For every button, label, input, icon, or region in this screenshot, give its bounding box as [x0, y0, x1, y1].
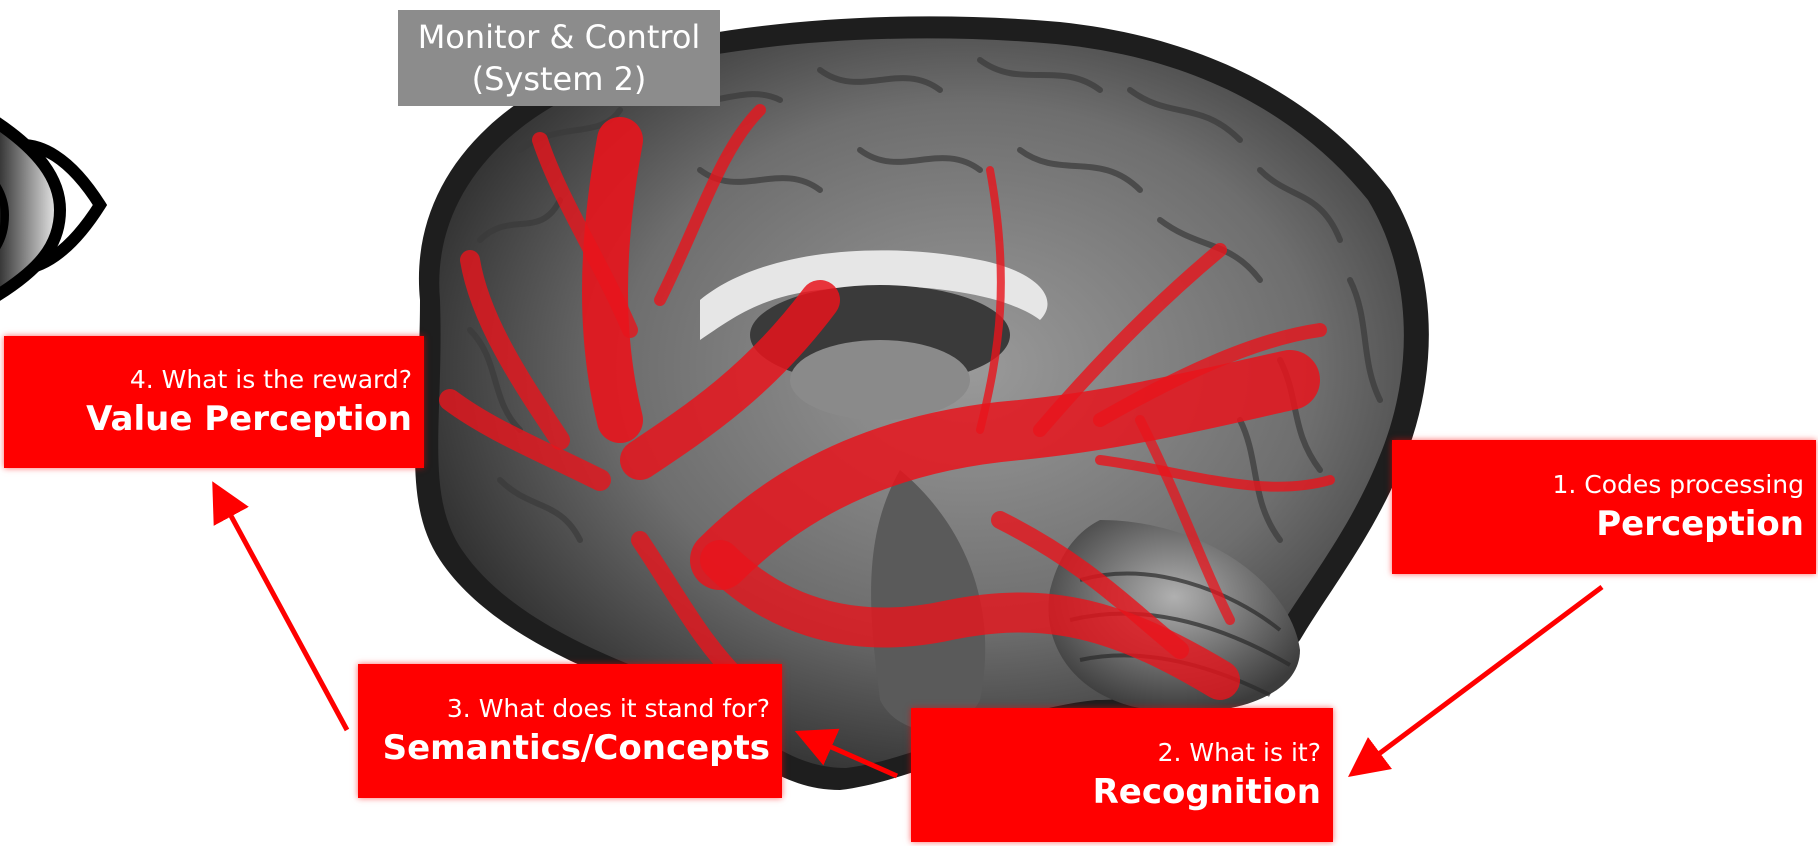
step-question: 1. Codes processing: [1392, 468, 1804, 502]
eye-icon: [0, 118, 100, 300]
step-title: Semantics/Concepts: [358, 726, 770, 770]
arrow-semantics-to-value: [217, 490, 347, 730]
step-recognition-box: 2. What is it? Recognition: [911, 708, 1333, 842]
step-question: 4. What is the reward?: [4, 363, 412, 397]
step-value-box: 4. What is the reward? Value Perception: [4, 336, 424, 468]
monitor-line2: (System 2): [398, 58, 720, 100]
step-perception-box: 1. Codes processing Perception: [1392, 440, 1816, 574]
step-title: Perception: [1392, 502, 1804, 546]
step-question: 2. What is it?: [911, 736, 1321, 770]
monitor-line1: Monitor & Control: [398, 16, 720, 58]
arrow-perception-to-recognition: [1356, 587, 1602, 771]
step-question: 3. What does it stand for?: [358, 692, 770, 726]
monitor-control-box: Monitor & Control (System 2): [398, 10, 720, 106]
step-title: Value Perception: [4, 397, 412, 441]
step-title: Recognition: [911, 770, 1321, 814]
step-semantics-box: 3. What does it stand for? Semantics/Con…: [358, 664, 782, 798]
